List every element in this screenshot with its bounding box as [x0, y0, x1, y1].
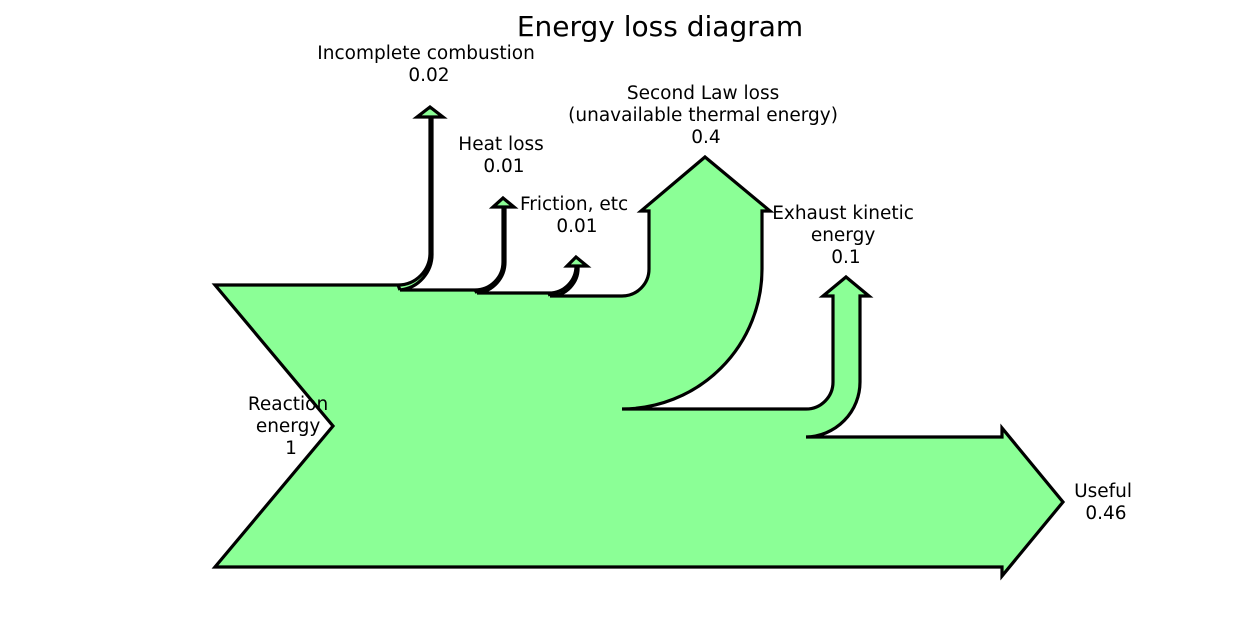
incomplete-combustion-value: 0.02 — [408, 65, 449, 86]
exhaust-kinetic-value: 0.1 — [831, 247, 860, 268]
diagram-title: Energy loss diagram — [517, 10, 803, 43]
useful-label-line1: Useful — [1074, 481, 1132, 502]
exhaust-kinetic-label-line1: Exhaust kinetic — [772, 203, 914, 224]
friction-label: Friction, etc 0.01 — [520, 194, 634, 237]
reaction-energy-label: Reaction energy 1 — [248, 394, 334, 459]
reaction-energy-label-line2: energy — [256, 416, 321, 437]
heat-loss-value: 0.01 — [483, 156, 524, 177]
second-law-loss-label: Second Law loss (unavailable thermal ene… — [568, 83, 844, 148]
useful-value: 0.46 — [1085, 503, 1126, 524]
heat-loss-label: Heat loss 0.01 — [458, 134, 549, 177]
incomplete-combustion-label-line1: Incomplete combustion — [317, 43, 535, 64]
reaction-energy-label-line1: Reaction — [248, 394, 328, 415]
second-law-loss-label-line1: Second Law loss — [627, 83, 779, 104]
second-law-loss-value: 0.4 — [691, 127, 720, 148]
exhaust-kinetic-label-line2: energy — [811, 225, 876, 246]
reaction-energy-value: 1 — [285, 438, 297, 459]
flow-divider-lines — [396, 284, 552, 297]
second-law-loss-label-line2: (unavailable thermal energy) — [568, 105, 838, 126]
friction-value: 0.01 — [556, 216, 597, 237]
useful-label: Useful 0.46 — [1074, 481, 1138, 524]
incomplete-combustion-label: Incomplete combustion 0.02 — [317, 43, 540, 86]
sankey-main-flow — [211, 104, 1066, 581]
friction-label-line1: Friction, etc — [520, 194, 628, 215]
heat-loss-label-line1: Heat loss — [458, 134, 544, 155]
exhaust-kinetic-label: Exhaust kinetic energy 0.1 — [772, 203, 920, 268]
